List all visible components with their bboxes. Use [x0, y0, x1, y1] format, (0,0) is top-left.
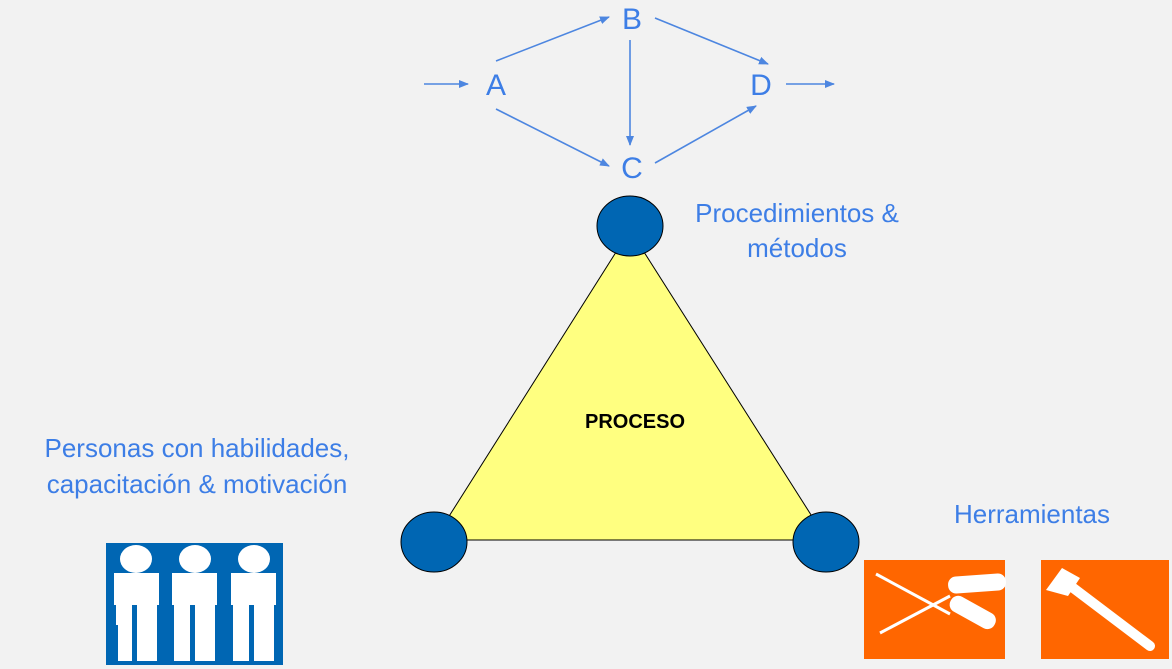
flow-graph	[424, 16, 835, 167]
people-label-line1: Personas con habilidades,	[45, 433, 350, 463]
process-label: PROCESO	[585, 411, 685, 433]
flow-node-d: D	[750, 69, 772, 102]
people-icon	[106, 543, 283, 665]
flow-arrow-c-d	[654, 105, 757, 164]
hammer-icon	[1041, 560, 1169, 659]
process-triangle	[433, 229, 828, 541]
flow-node-a: A	[486, 69, 506, 102]
tools-label: Herramientas	[954, 499, 1110, 529]
procedures-label-line1: Procedimientos &	[695, 198, 899, 228]
flow-arrow-b-d	[654, 17, 769, 65]
flow-node-b: B	[622, 3, 642, 36]
person-figure	[231, 545, 276, 661]
flow-node-c: C	[621, 152, 643, 185]
vertex-node-left	[400, 511, 468, 573]
person-figure	[114, 545, 159, 661]
person-figure	[172, 545, 217, 661]
vertex-node-top	[596, 195, 664, 257]
flow-arrow-a-c	[495, 108, 610, 167]
people-label-line2: capacitación & motivación	[47, 469, 348, 499]
flow-arrow-a-b	[495, 16, 610, 62]
screwdriver-icon	[864, 560, 1007, 659]
vertex-node-right	[792, 511, 860, 573]
procedures-label-line2: métodos	[747, 233, 847, 263]
